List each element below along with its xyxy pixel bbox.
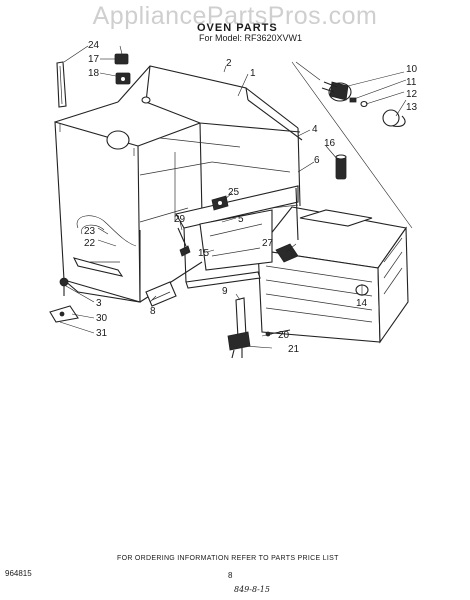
- page-title: OVEN PARTS: [197, 22, 278, 34]
- oven-liner: [256, 206, 409, 344]
- callout-23: 23: [84, 226, 96, 237]
- callout-12: 12: [406, 89, 418, 100]
- ordering-info-note: FOR ORDERING INFORMATION REFER TO PARTS …: [117, 555, 339, 562]
- callout-13: 13: [406, 102, 418, 113]
- callout-29: 29: [174, 214, 186, 225]
- callout-16: 16: [324, 138, 336, 149]
- part-30-bracket: [49, 305, 79, 323]
- callout-6: 6: [314, 155, 320, 166]
- callout-4: 4: [312, 124, 318, 135]
- callout-10: 10: [406, 64, 418, 75]
- part-24-bracket: [56, 61, 67, 108]
- callout-25: 25: [228, 187, 240, 198]
- callout-15: 15: [198, 248, 210, 259]
- part-6-tube: [335, 154, 347, 180]
- callout-8: 8: [150, 306, 156, 317]
- callout-labels: 24 17 18 2 1 10 11 12 13 4 16 6 25 29 5 …: [84, 40, 418, 355]
- callout-18: 18: [88, 68, 100, 79]
- callout-5: 5: [238, 214, 244, 225]
- callout-1: 1: [250, 68, 256, 79]
- callout-27: 27: [262, 238, 274, 249]
- callout-2: 2: [226, 58, 232, 69]
- part-8-bracket: [145, 281, 177, 307]
- callout-22: 22: [84, 238, 96, 249]
- part-9-igniter: [227, 297, 251, 359]
- callout-31: 31: [96, 328, 108, 339]
- leader-lines: [59, 45, 413, 349]
- callout-20: 20: [278, 330, 290, 341]
- callout-17: 17: [88, 54, 100, 65]
- watermark: AppliancePartsPros.com: [92, 2, 378, 30]
- part-3-orifice: [59, 277, 69, 296]
- part-17-clip: [114, 53, 129, 65]
- model-label: For Model: RF3620XVW1: [199, 33, 303, 43]
- light-socket-assembly: [321, 81, 406, 127]
- part-29-screw: [177, 227, 191, 257]
- part-18-clip: [115, 72, 131, 85]
- callout-3: 3: [96, 298, 102, 309]
- callout-21: 21: [288, 344, 300, 355]
- callout-30: 30: [96, 313, 108, 324]
- callout-14: 14: [356, 298, 368, 309]
- oven-body: [54, 65, 303, 303]
- handwritten-note: 849-8-15: [234, 585, 270, 594]
- callout-11: 11: [406, 77, 417, 88]
- callout-24: 24: [88, 40, 100, 51]
- document-number: 964815: [5, 569, 32, 578]
- front-frame: [175, 185, 299, 289]
- callout-9: 9: [222, 286, 228, 297]
- page-number: 8: [228, 571, 233, 580]
